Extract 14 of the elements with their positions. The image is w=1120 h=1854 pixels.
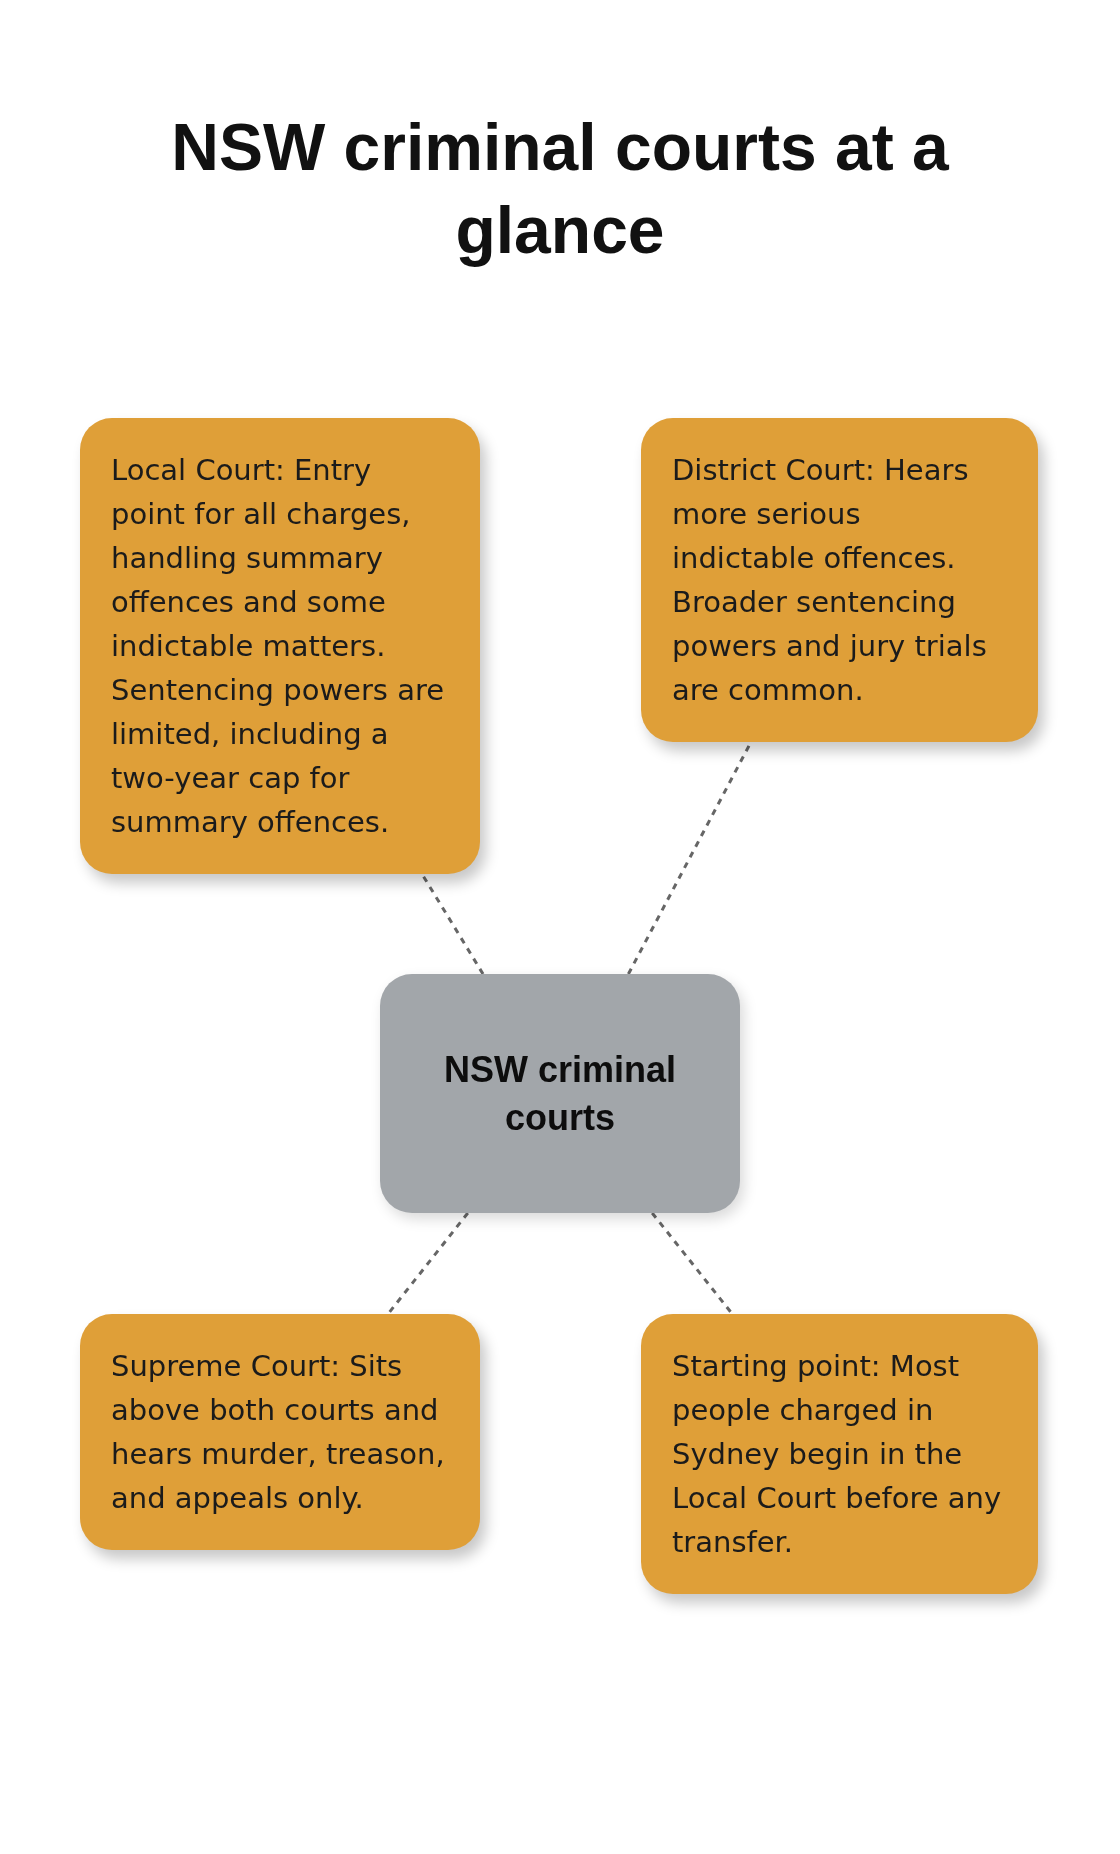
connector-line <box>651 1212 734 1315</box>
connector-line <box>420 873 485 975</box>
info-card <box>641 418 1038 742</box>
central-topic-box <box>380 974 740 1213</box>
connector-line <box>386 1212 469 1315</box>
info-card <box>641 1314 1038 1594</box>
info-card <box>80 418 480 874</box>
topic-label: NSW criminal courts <box>442 1047 678 1140</box>
info-card <box>80 1314 480 1550</box>
card-text: Local Court: Entry point for all charges, handling summary offences and some indictable matters. Sentencing powers are limited, including a two-year cap for summary offences. <box>111 452 446 841</box>
card-text: District Court: Hears more serious indictable offences. Broader sentencing powers and jury trials are common. <box>672 452 988 709</box>
card-text: Starting point: Most people charged in Sydney begin in the Local Court before any transfer. <box>672 1348 1003 1561</box>
card-text: Supreme Court: Sits above both courts and hears murder, treason, and appeals only. <box>111 1348 446 1517</box>
title: NSW criminal courts at a glance <box>170 109 950 269</box>
